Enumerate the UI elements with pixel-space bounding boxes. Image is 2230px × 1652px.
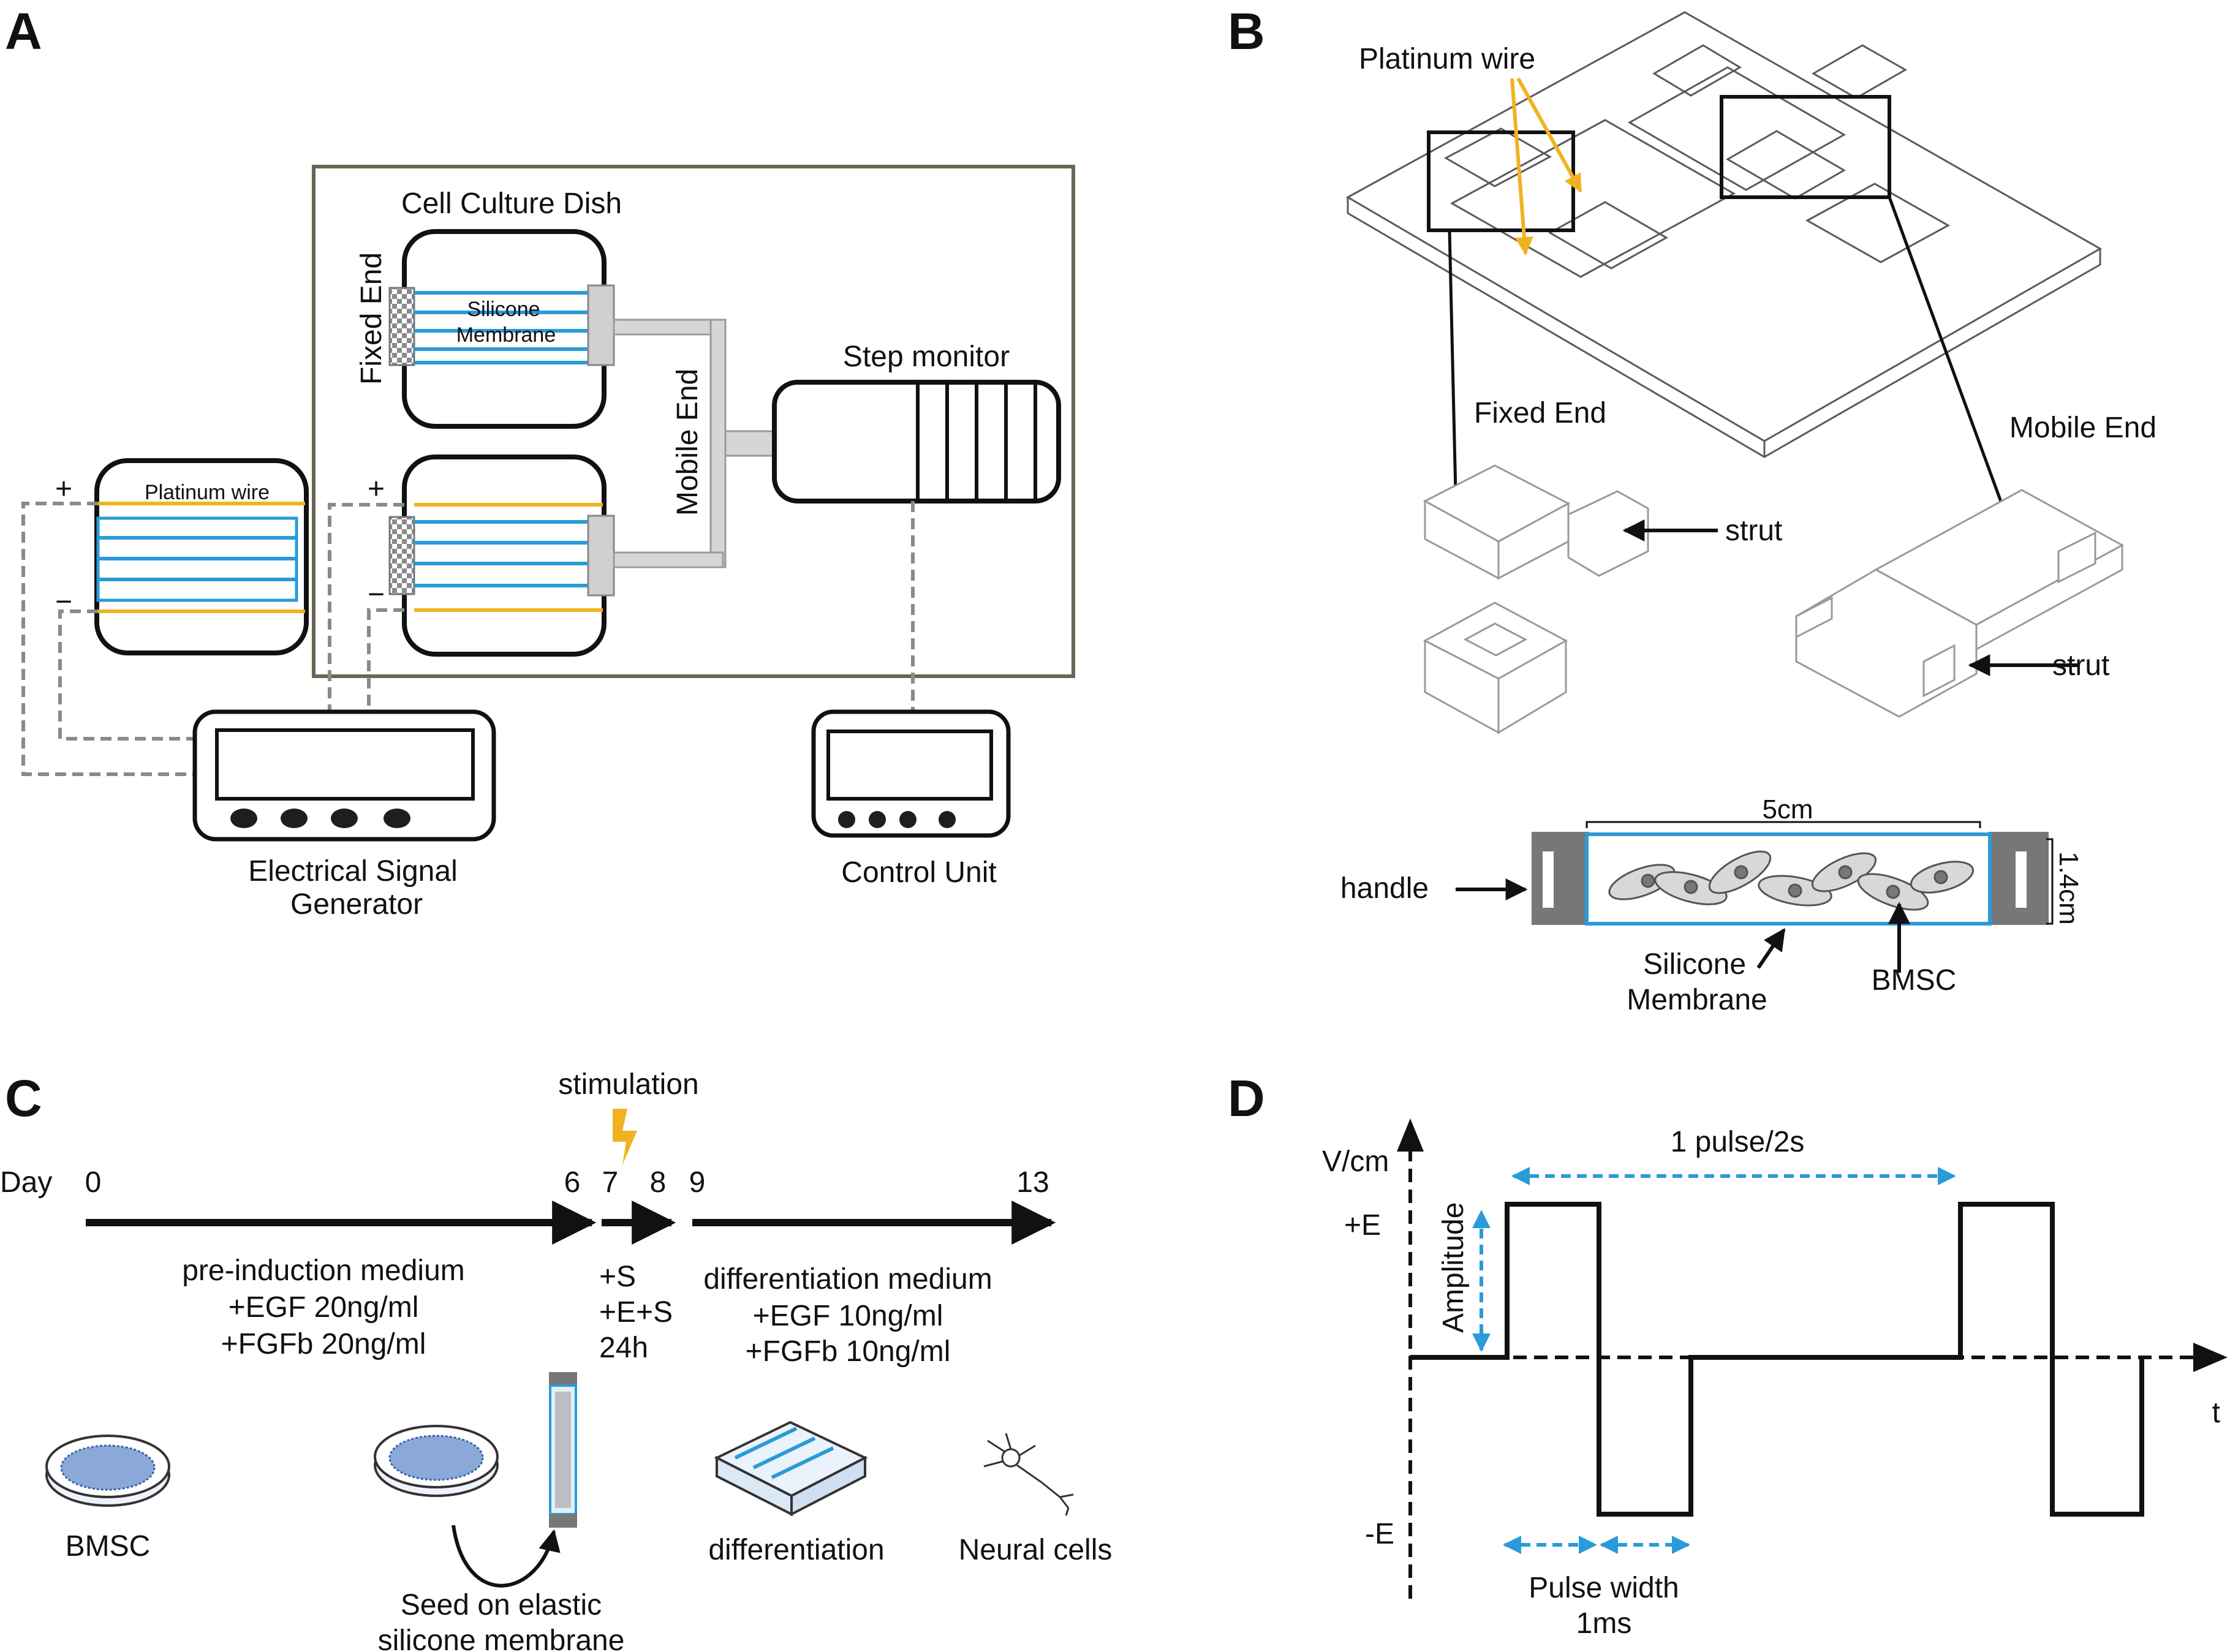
panel-a: A Cell Culture Dish Silicone Membrane Fi…	[5, 2, 1075, 921]
stim-condition-2: +E+S	[599, 1296, 673, 1329]
minus-sign-left: −	[55, 586, 72, 618]
stim-condition-1: +S	[599, 1261, 636, 1293]
seeded-membrane-strip	[549, 1372, 577, 1528]
mobile-end-label-b: Mobile End	[2009, 412, 2156, 444]
mobile-end-clamp-top	[587, 284, 615, 366]
platinum-wire-label-a: Platinum wire	[145, 481, 270, 504]
bmsc-cells	[1608, 850, 1975, 911]
neural-cells-label: Neural cells	[959, 1534, 1113, 1566]
culture-dish-top: Silicone Membrane	[388, 229, 615, 429]
neuron-icon	[983, 1433, 1074, 1516]
electrode-dish	[94, 458, 309, 655]
platinum-wire-arrow-1	[1510, 78, 1533, 255]
y-axis-label: V/cm	[1322, 1145, 1389, 1178]
control-unit-label: Control Unit	[841, 856, 996, 889]
leader-line-mobile	[1888, 197, 2009, 519]
silicone-membrane-label-2: Membrane	[456, 323, 556, 347]
pulse-width-label-1: Pulse width	[1529, 1572, 1679, 1604]
control-unit	[811, 709, 1011, 838]
panel-d-label: D	[1228, 1069, 1265, 1127]
stimulation-label: stimulation	[558, 1068, 698, 1101]
petri-dish-bmsc	[45, 1435, 170, 1507]
minus-e-label: -E	[1365, 1518, 1394, 1550]
device-plate	[1345, 11, 2103, 458]
panel-a-label: A	[5, 2, 42, 60]
step-monitor-label: Step monitor	[843, 341, 1010, 373]
strut-label-fixed: strut	[1725, 515, 1782, 547]
electrical-signal-generator	[192, 709, 496, 842]
y-axis-arrowhead	[1397, 1118, 1424, 1152]
panel-d: D V/cm t +E -E Amplitude 1 pulse/2s Puls…	[1228, 1069, 2228, 1640]
incubator-frame	[312, 165, 1075, 678]
lightning-icon	[613, 1109, 637, 1165]
pre-induction-line-2: +EGF 20ng/ml	[229, 1291, 419, 1324]
fixed-end-clamp	[388, 287, 415, 366]
membrane-strip	[1532, 821, 2054, 926]
x-axis-label: t	[2212, 1397, 2220, 1429]
strut-label-mobile: strut	[2052, 649, 2109, 682]
day-9: 9	[689, 1166, 706, 1199]
frequency-label: 1 pulse/2s	[1671, 1126, 1805, 1158]
platinum-wire-arrow-2	[1516, 77, 1582, 193]
amplitude-label: Amplitude	[1437, 1202, 1470, 1333]
day-7: 7	[602, 1166, 619, 1199]
mobile-end-part	[1795, 489, 2125, 718]
signal-generator-label-2: Generator	[290, 888, 423, 921]
differentiation-medium-line-3: +FGFb 10ng/ml	[746, 1335, 951, 1368]
silicone-membrane-label-b-2: Membrane	[1627, 984, 1767, 1016]
plus-sign-right: +	[368, 473, 385, 505]
bmsc-label-c: BMSC	[66, 1530, 151, 1563]
petri-dish-seed	[374, 1425, 499, 1497]
pulse-width-label-2: 1ms	[1576, 1607, 1632, 1640]
platinum-wire-label-b: Platinum wire	[1359, 43, 1535, 75]
mobile-end-linkage	[613, 319, 777, 568]
pre-induction-line-3: +FGFb 20ng/ml	[221, 1328, 426, 1360]
seed-label-2: silicone membrane	[378, 1624, 625, 1652]
fixed-end-parts	[1423, 464, 1649, 734]
x-axis-arrowhead	[2193, 1343, 2228, 1372]
dimension-width-label: 5cm	[1762, 794, 1813, 824]
signal-generator-label-1: Electrical Signal	[248, 855, 457, 888]
plus-e-label: +E	[1344, 1209, 1381, 1242]
day-0: 0	[85, 1166, 102, 1199]
panel-c: C stimulation Day 0 6 7 8 9 13 pre-induc…	[0, 1068, 1112, 1652]
day-label: Day	[0, 1166, 52, 1199]
dashed-wires	[21, 501, 915, 776]
cell-culture-dish-label: Cell Culture Dish	[401, 187, 622, 220]
zoom-box-mobile-end	[1720, 95, 1891, 199]
zoom-box-fixed-end	[1427, 130, 1575, 232]
mobile-end-label: Mobile End	[671, 369, 704, 516]
pulse-waveform	[1410, 1202, 2144, 1517]
panel-c-label: C	[5, 1069, 42, 1127]
handle-label: handle	[1340, 872, 1429, 905]
minus-sign-right: −	[368, 578, 385, 611]
day-13: 13	[1016, 1166, 1049, 1199]
silicone-membrane-label-b-1: Silicone	[1643, 948, 1746, 981]
panel-b-label: B	[1228, 2, 1265, 60]
day-6: 6	[564, 1166, 581, 1199]
stim-condition-3: 24h	[599, 1332, 648, 1364]
differentiation-label: differentiation	[708, 1534, 884, 1566]
fixed-end-label-b: Fixed End	[1474, 397, 1606, 429]
bmsc-label-b: BMSC	[1872, 964, 1957, 997]
differentiation-medium-line-1: differentiation medium	[703, 1263, 992, 1296]
silicone-membrane-label-1: Silicone	[467, 298, 540, 321]
mobile-end-clamp-bottom	[587, 515, 615, 597]
plus-sign-left: +	[55, 473, 72, 505]
seed-label-1: Seed on elastic	[401, 1589, 602, 1621]
differentiation-medium-line-2: +EGF 10ng/ml	[753, 1300, 943, 1332]
seed-arrow	[452, 1525, 561, 1588]
dimension-height-label: 1.4cm	[2054, 851, 2084, 925]
differentiation-dish	[714, 1420, 868, 1517]
fixed-end-label: Fixed End	[355, 252, 388, 385]
day-8: 8	[650, 1166, 667, 1199]
pre-induction-line-1: pre-induction medium	[182, 1254, 465, 1287]
step-monitor	[772, 380, 1061, 504]
leader-line-fixed	[1448, 230, 1457, 493]
culture-dish-bottom	[388, 454, 615, 657]
panel-b: B Platinum wire Fixed End Mobile End	[1228, 2, 2156, 1016]
membrane-arrow	[1756, 928, 1786, 969]
